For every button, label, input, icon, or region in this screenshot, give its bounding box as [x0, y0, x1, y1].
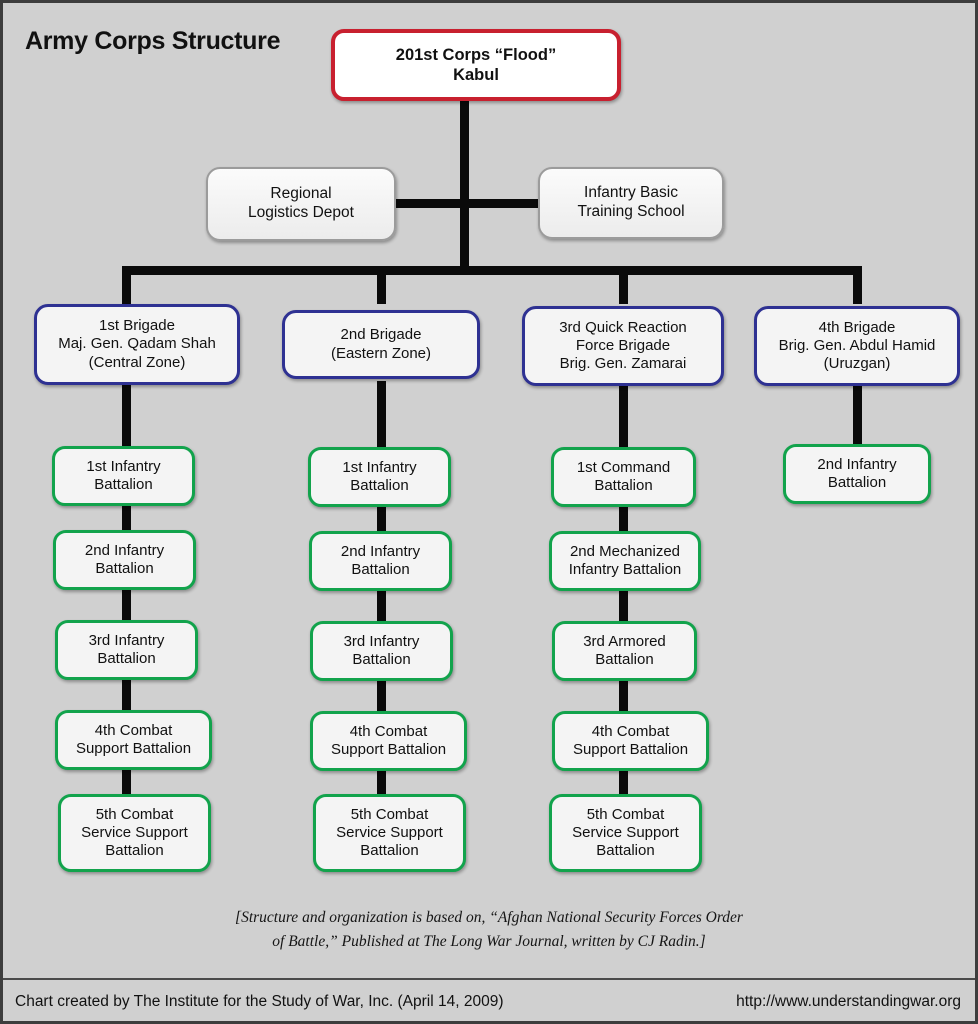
node-label: 1st Infantry Battalion [86, 457, 161, 493]
node-brigade-3[interactable]: 3rd Quick Reaction Force Brigade Brig. G… [522, 306, 724, 386]
node-label: 1st Brigade Maj. Gen. Qadam Shah (Centra… [58, 317, 216, 371]
node-label: 1st Infantry Battalion [342, 458, 417, 494]
node-label: 2nd Infantry Battalion [340, 542, 421, 578]
node-brigade-2-battalion-4[interactable]: 4th Combat Support Battalion [310, 711, 467, 771]
node-label: Infantry Basic Training School [577, 184, 685, 220]
node-brigade-4-battalion-1[interactable]: 2nd Infantry Battalion [783, 444, 931, 504]
connector-brigade-drop-4 [853, 266, 862, 304]
connector-brigade-drop-1 [122, 266, 131, 304]
node-label: 3rd Quick Reaction Force Brigade Brig. G… [559, 318, 687, 373]
node-label: 1st Command Battalion [576, 458, 671, 494]
node-label: Regional Logistics Depot [248, 185, 354, 221]
footer-bar: Chart created by The Institute for the S… [3, 980, 975, 1021]
node-brigade-3-battalion-1[interactable]: 1st Command Battalion [551, 447, 696, 507]
node-label: 3rd Armored Battalion [583, 632, 666, 668]
node-brigade-2-battalion-5[interactable]: 5th Combat Service Support Battalion [313, 794, 466, 872]
node-label: 2nd Infantry Battalion [84, 541, 165, 577]
node-brigade-2-battalion-2[interactable]: 2nd Infantry Battalion [309, 531, 452, 591]
node-brigade-3-battalion-3[interactable]: 3rd Armored Battalion [552, 621, 697, 681]
node-brigade-3-battalion-2[interactable]: 2nd Mechanized Infantry Battalion [549, 531, 701, 591]
node-brigade-2-battalion-3[interactable]: 3rd Infantry Battalion [310, 621, 453, 681]
node-label: 4th Brigade Brig. Gen. Abdul Hamid (Uruz… [778, 318, 936, 373]
node-corps-headquarters[interactable]: 201st Corps “Flood” Kabul [331, 29, 621, 101]
connector-support-arm [391, 199, 541, 208]
node-brigade-3-battalion-5[interactable]: 5th Combat Service Support Battalion [549, 794, 702, 872]
node-brigade-1-battalion-1[interactable]: 1st Infantry Battalion [52, 446, 195, 506]
node-brigade-1[interactable]: 1st Brigade Maj. Gen. Qadam Shah (Centra… [34, 304, 240, 385]
node-brigade-1-battalion-3[interactable]: 3rd Infantry Battalion [55, 620, 198, 680]
connector-brigade-drop-2 [377, 266, 386, 304]
node-regional-logistics-depot[interactable]: Regional Logistics Depot [206, 167, 396, 241]
node-label: 5th Combat Service Support Battalion [336, 805, 443, 860]
node-brigade-2[interactable]: 2nd Brigade (Eastern Zone) [282, 310, 480, 379]
node-brigade-1-battalion-4[interactable]: 4th Combat Support Battalion [55, 710, 212, 770]
node-brigade-1-battalion-5[interactable]: 5th Combat Service Support Battalion [58, 794, 211, 872]
node-label: 5th Combat Service Support Battalion [572, 805, 679, 860]
node-label: 2nd Infantry Battalion [817, 455, 897, 491]
node-label: 3rd Infantry Battalion [343, 632, 420, 668]
node-label: 4th Combat Support Battalion [330, 722, 447, 758]
node-brigade-2-battalion-1[interactable]: 1st Infantry Battalion [308, 447, 451, 507]
connector-column-4-spine [853, 383, 862, 445]
footer-url[interactable]: http://www.understandingwar.org [736, 993, 961, 1010]
node-label: 201st Corps “Flood” Kabul [395, 45, 557, 84]
node-brigade-1-battalion-2[interactable]: 2nd Infantry Battalion [53, 530, 196, 590]
node-brigade-3-battalion-4[interactable]: 4th Combat Support Battalion [552, 711, 709, 771]
node-infantry-basic-training-school[interactable]: Infantry Basic Training School [538, 167, 724, 239]
node-label: 4th Combat Support Battalion [75, 721, 192, 757]
page-title: Army Corps Structure [25, 27, 281, 55]
source-note: [Structure and organization is based on,… [235, 909, 743, 951]
connector-corps-trunk [460, 99, 469, 271]
footer-divider [3, 978, 975, 980]
connector-brigade-drop-3 [619, 266, 628, 304]
connector-brigade-bus [122, 266, 862, 275]
node-label: 5th Combat Service Support Battalion [81, 805, 188, 860]
node-label: 2nd Mechanized Infantry Battalion [568, 542, 682, 578]
node-label: 2nd Brigade (Eastern Zone) [330, 326, 432, 362]
node-label: 4th Combat Support Battalion [572, 722, 689, 758]
node-label: 3rd Infantry Battalion [88, 631, 165, 667]
footer-credit: Chart created by The Institute for the S… [15, 993, 504, 1010]
node-brigade-4[interactable]: 4th Brigade Brig. Gen. Abdul Hamid (Uruz… [754, 306, 960, 386]
